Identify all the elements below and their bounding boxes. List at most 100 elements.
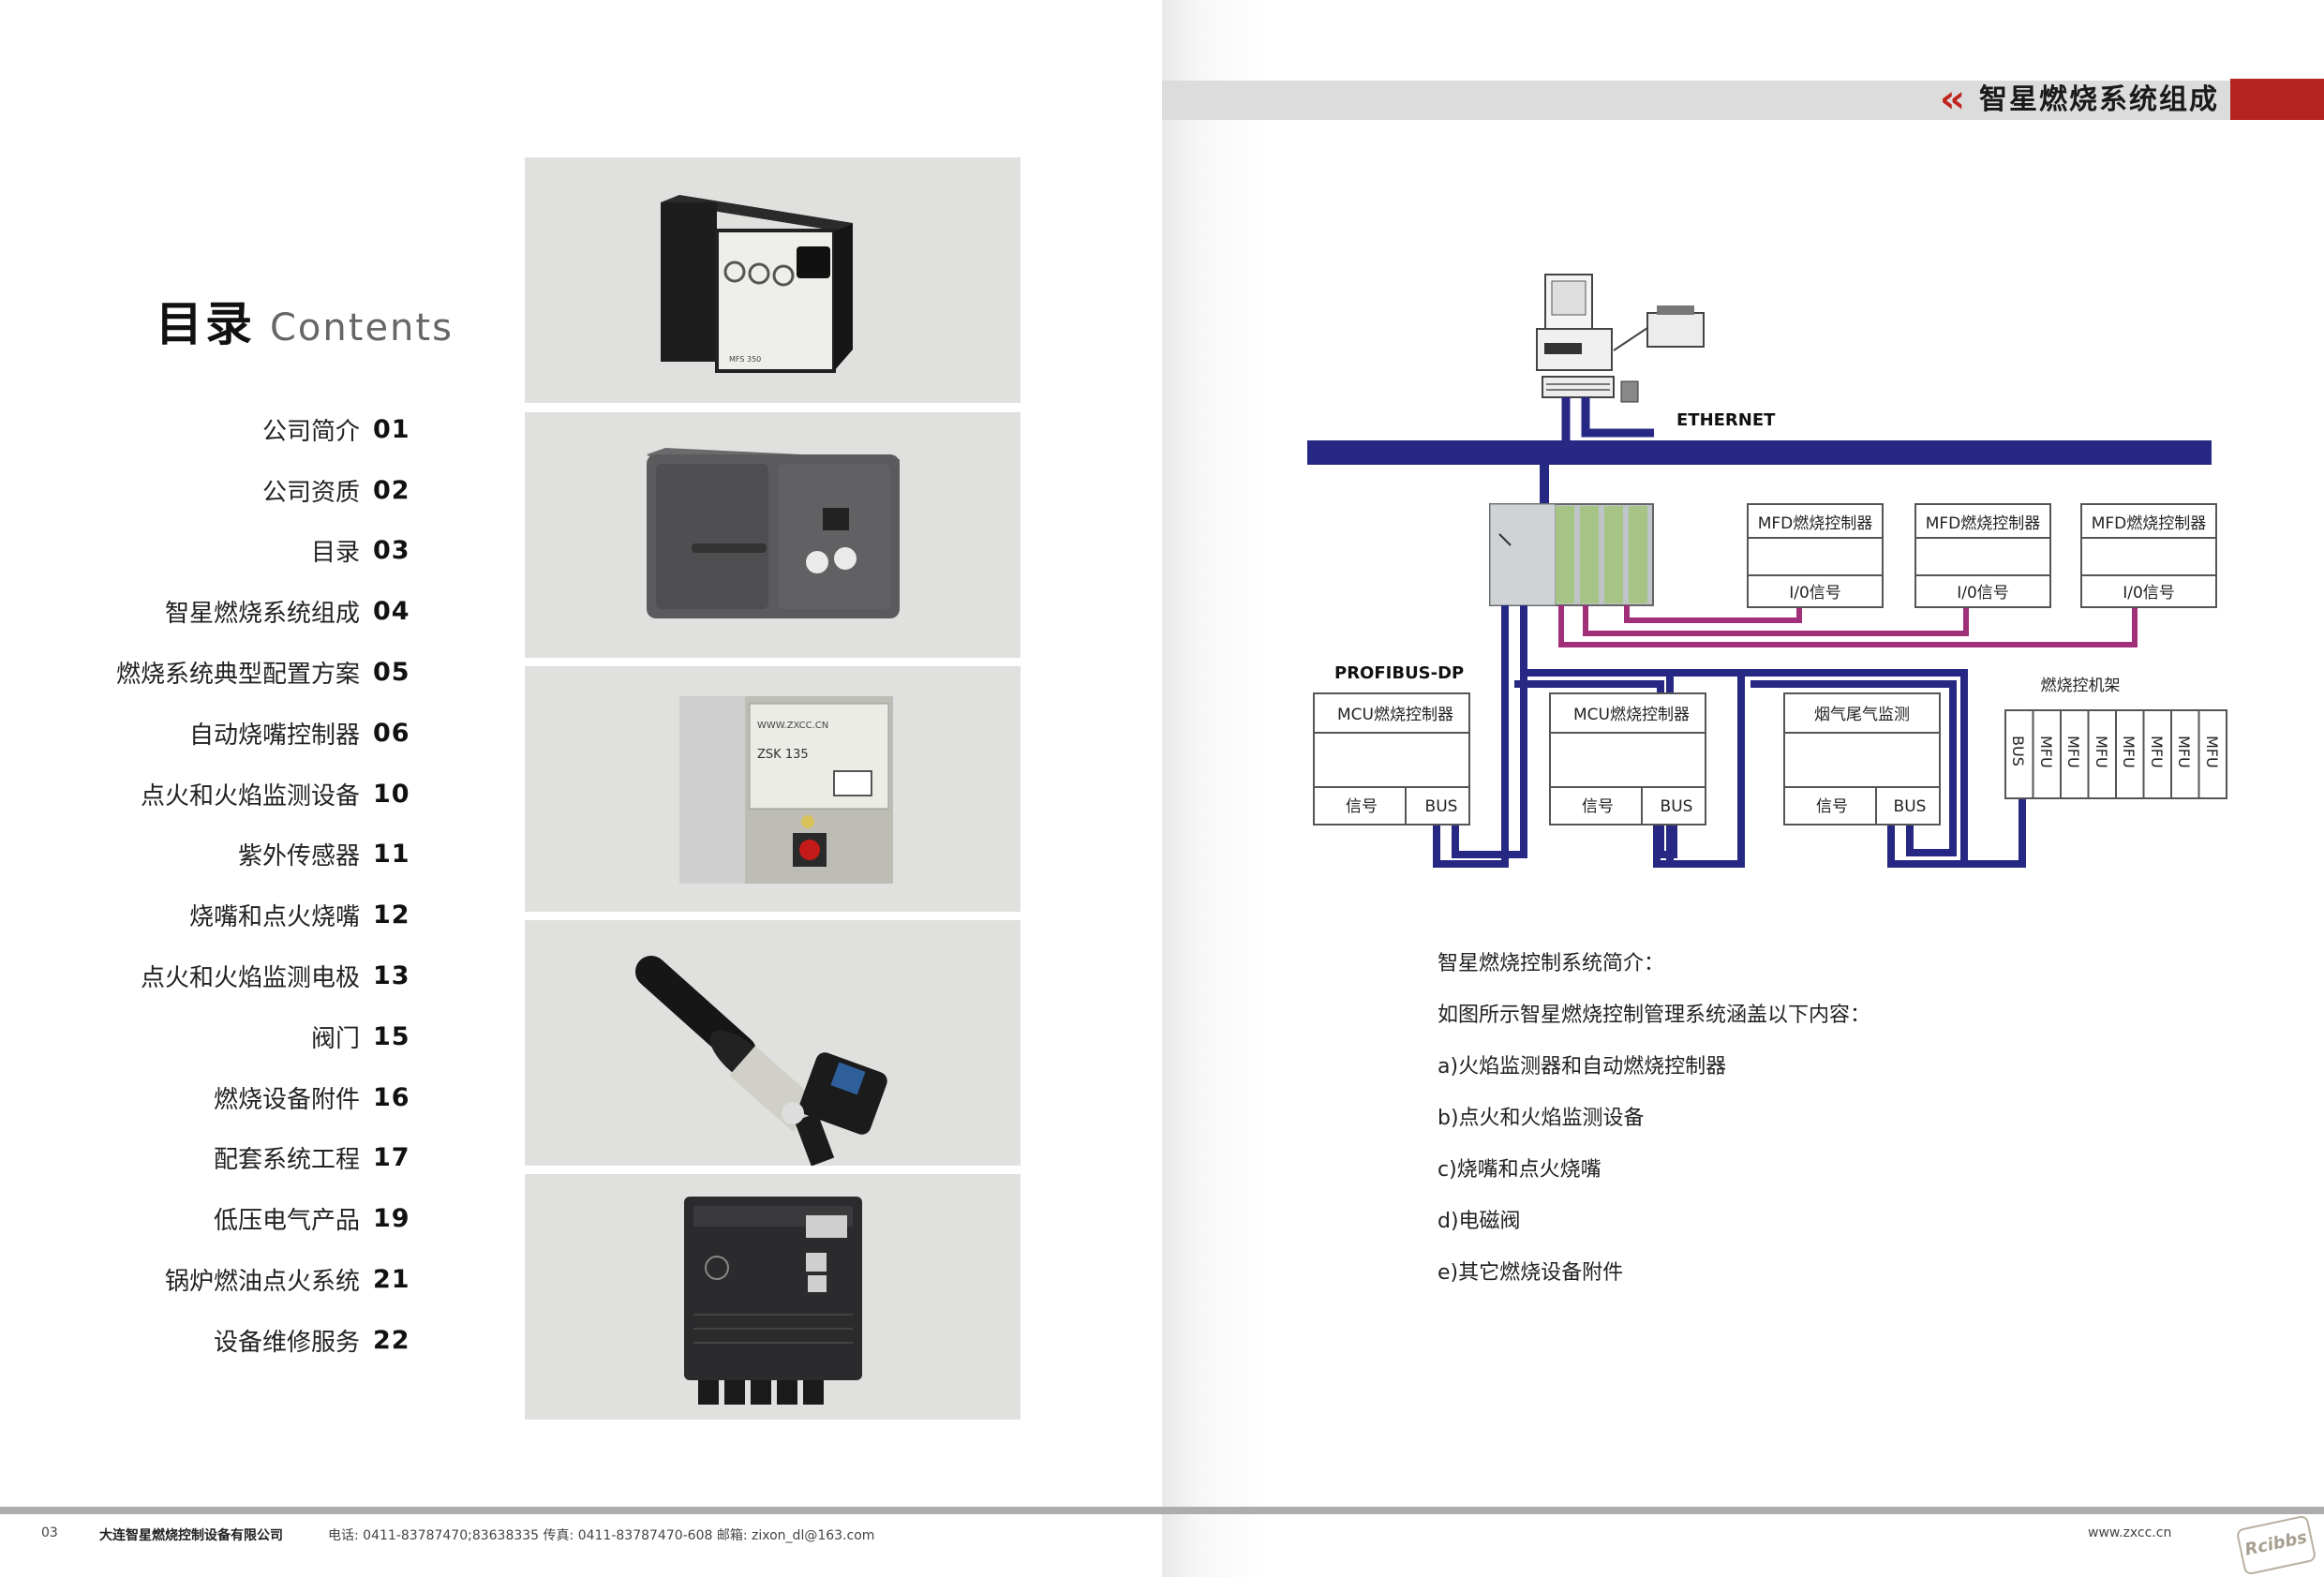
description-line: c)烧嘴和点火烧嘴 (1438, 1158, 1601, 1182)
double-chevron-left-icon: ‹‹ (1940, 78, 1965, 121)
mfd-controller-title: MFD燃烧控制器 (1926, 514, 2041, 533)
mfd-controller-title: MFD燃烧控制器 (1758, 514, 1873, 533)
product-brand-label: WWW.ZXCC.CN (757, 721, 828, 731)
toc-item-label: 烧嘴和点火烧嘴 (188, 903, 360, 932)
footer-company: 大连智星燃烧控制设备有限公司 (99, 1528, 283, 1543)
toc-item-page: 22 (373, 1325, 410, 1355)
mfd-io-signal: I/0信号 (2123, 584, 2175, 603)
toc-item-label: 公司资质 (261, 478, 360, 507)
mfd-io-signal: I/0信号 (1957, 584, 2009, 603)
toc-item-page: 10 (373, 779, 410, 809)
toc-item-page: 02 (373, 475, 410, 505)
toc-item[interactable]: 燃烧设备附件 16 (0, 1067, 427, 1128)
mcu-controller-title: MCU燃烧控制器 (1573, 706, 1690, 724)
toc-item-label: 燃烧设备附件 (213, 1085, 360, 1114)
mfd-controller-box: MFD燃烧控制器 I/0信号 (1914, 503, 2051, 608)
burner-controller-image (647, 448, 900, 618)
toc-item[interactable]: 烧嘴和点火烧嘴 12 (0, 885, 427, 945)
toc-title-en: Contents (270, 306, 454, 350)
product-tile-burner-controller (525, 412, 1020, 658)
plc-controller-icon (1489, 503, 1654, 606)
mcu-controller-box: MCU燃烧控制器 信号 BUS (1549, 692, 1706, 826)
workstation-uplink (1581, 397, 1654, 438)
mcu-bus-label: BUS (1661, 797, 1693, 816)
mfd-controller-title: MFD燃烧控制器 (2092, 514, 2207, 533)
profibus-wiring (1964, 798, 2026, 868)
io-wiring (1624, 605, 1802, 623)
rack-slot: MFU (2203, 736, 2221, 768)
footer-website[interactable]: www.zxcc.cn (2088, 1525, 2172, 1540)
rack-slot: MFU (2148, 736, 2166, 768)
rack-slot: MFU (2175, 736, 2193, 768)
footer-divider (0, 1507, 2324, 1514)
toc-item-label: 燃烧系统典型配置方案 (115, 661, 360, 690)
io-wiring (1583, 605, 1969, 636)
workstation-computer-icon (1536, 274, 1639, 403)
toc-item-page: 15 (373, 1021, 410, 1051)
io-wiring (1558, 605, 2138, 647)
toc-item[interactable]: 低压电气产品 19 (0, 1188, 427, 1249)
mfd-controller-box: MFD燃烧控制器 I/0信号 (2080, 503, 2217, 608)
toc-item[interactable]: 公司资质 02 (0, 460, 427, 521)
ignition-device-image: WWW.ZXCC.CN ZSK 135 (679, 696, 893, 884)
profibus-wiring (1750, 680, 1957, 856)
toc-item-label: 配套系统工程 (213, 1146, 360, 1175)
profibus-wiring (1514, 680, 1677, 858)
toc-item-label: 设备维修服务 (213, 1328, 360, 1357)
mfd-io-signal: I/0信号 (1789, 584, 1841, 603)
toc-item-page: 16 (373, 1082, 410, 1112)
mcu-signal-label: 信号 (1816, 797, 1848, 816)
flue-gas-monitor-title: 烟气尾气监测 (1814, 706, 1910, 724)
rack-title: 燃烧控机架 (2041, 677, 2121, 695)
description-line: b)点火和火焰监测设备 (1438, 1107, 1645, 1130)
burner-rack: BUS MFU MFU MFU MFU MFU MFU MFU (2004, 709, 2227, 799)
profibus-wiring (1433, 605, 1509, 868)
flue-gas-monitor-box: 烟气尾气监测 信号 BUS (1783, 692, 1941, 826)
profibus-wiring (1452, 605, 1527, 858)
toc-item[interactable]: 燃烧系统典型配置方案 05 (0, 642, 427, 703)
toc-item-label: 低压电气产品 (213, 1207, 360, 1236)
toc-item-page: 17 (373, 1143, 410, 1173)
toc-item-label: 紫外传感器 (237, 842, 360, 871)
mcu-bus-label: BUS (1894, 797, 1927, 816)
toc-item-label: 自动烧嘴控制器 (188, 721, 360, 750)
toc-item[interactable]: 阀门 15 (0, 1006, 427, 1067)
product-model-label: MFS 350 (729, 355, 761, 364)
toc-item-page: 06 (373, 718, 410, 748)
toc-item-page: 12 (373, 900, 410, 930)
toc-item[interactable]: 智星燃烧系统组成 04 (0, 581, 427, 642)
toc-item-label: 阀门 (310, 1024, 360, 1053)
control-box-image (684, 1197, 862, 1405)
mcu-bus-label: BUS (1425, 797, 1458, 816)
toc-item[interactable]: 设备维修服务 22 (0, 1310, 427, 1371)
toc-item-label: 智星燃烧系统组成 (164, 600, 360, 629)
description-line: a)火焰监测器和自动燃烧控制器 (1438, 1055, 1727, 1079)
toc-item-page: 04 (373, 597, 410, 627)
page-number: 03 (41, 1525, 58, 1540)
toc-item-page: 19 (373, 1204, 410, 1234)
product-tile-ignition-electrode (525, 920, 1020, 1166)
toc-item[interactable]: 点火和火焰监测设备 10 (0, 764, 427, 825)
profibus-label: PROFIBUS-DP (1334, 663, 1464, 683)
toc-item-page: 05 (373, 658, 410, 688)
toc-item-page: 01 (373, 414, 410, 444)
header-bar (1162, 81, 2230, 120)
mcu-signal-label: 信号 (1346, 797, 1378, 816)
rack-slot: MFU (2093, 736, 2110, 768)
toc-item-label: 点火和火焰监测设备 (140, 781, 360, 811)
rack-slot: MFU (2120, 736, 2138, 768)
toc-item[interactable]: 自动烧嘴控制器 06 (0, 703, 427, 764)
product-model-label: ZSK 135 (757, 748, 809, 762)
product-tile-ignition-device: WWW.ZXCC.CN ZSK 135 (525, 666, 1020, 912)
toc-item-label: 目录 (310, 539, 360, 568)
page-title: 智星燃烧系统组成 (1979, 83, 2219, 116)
toc-item-page: 13 (373, 961, 410, 991)
toc-item[interactable]: 配套系统工程 17 (0, 1128, 427, 1189)
